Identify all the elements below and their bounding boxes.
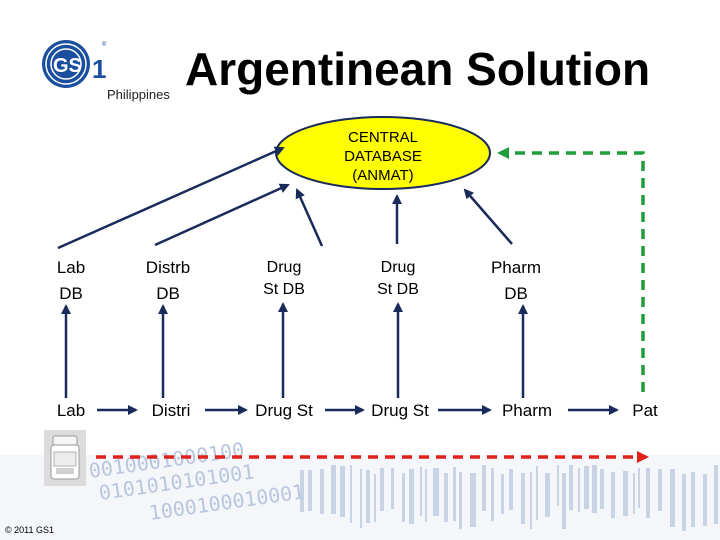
barcode-bar [562,473,566,529]
barcode-bar [444,473,448,522]
medicine-bottle-image [44,430,86,486]
barcode-bar [374,474,376,522]
gs1-logo: GS 1 ® [42,40,107,88]
arrow-drugdb1-to-central [295,188,324,247]
node-distrb-db-line1: Distrb [145,258,191,277]
node-distrb-db-line2: DB [156,284,180,303]
barcode-bar [557,465,559,506]
svg-text:1: 1 [92,54,106,84]
barcode-bar [391,468,394,509]
barcode-bar [360,469,362,528]
barcode-bar [611,472,615,518]
svg-text:®: ® [102,41,107,48]
barcode-bar [350,465,352,523]
barcode-bar [600,469,604,509]
node-drugst-db-2-line2: St DB [377,281,419,298]
barcode-bar [331,465,336,514]
barcode-bar [578,468,580,512]
barcode-bar [459,472,462,529]
barcode-bar [409,469,414,524]
barcode-bar [646,468,650,518]
node-drugst-db-1-line2: St DB [263,281,305,298]
barcode-bar [366,470,370,523]
barcode-bar [509,469,513,510]
barcode-bar [470,473,476,527]
barcode-bar [482,465,486,511]
barcode-bar [453,467,456,521]
central-line-3: (ANMAT) [352,167,414,184]
node-distrb-db: Distrb DB [138,255,198,307]
central-line-1: CENTRAL [347,129,418,146]
svg-text:GS: GS [53,55,82,77]
actor-lab: Lab [56,401,86,420]
barcode-bar [714,465,718,524]
barcode-bar [308,470,312,511]
node-drugst-db-1: Drug St DB [252,257,316,301]
node-lab-db-line2: DB [59,284,83,303]
node-pharm-db-line2: DB [504,284,528,303]
arrow-distrdb-to-central [154,183,290,247]
barcode-bar [501,474,504,514]
barcode-bar [703,474,707,526]
barcode-bar [623,471,628,516]
barcode-bar [584,466,589,509]
actor-drugst-2: Drug St [371,401,429,420]
page-title: Argentinean Solution [185,43,651,95]
barcode-bar [380,468,384,511]
copyright-text: © 2011 GS1 [5,525,54,535]
actor-pat: Pat [632,401,658,420]
barcode-bar [670,469,675,527]
dashed-green-path [497,147,645,392]
barcode-bar [691,472,695,527]
barcode-bar [569,465,573,510]
node-pharm-db: Pharm DB [484,255,548,307]
barcode-bar [402,473,405,522]
actor-drugst-1: Drug St [255,401,313,420]
barcode-bar [545,473,550,517]
central-database-label: CENTRAL DATABASE (ANMAT) [318,128,448,185]
node-pharm-db-line1: Pharm [490,258,542,277]
node-drugst-db-1-line1: Drug [266,259,302,276]
barcode-bar [340,466,345,517]
country-label: Philippines [107,87,170,102]
barcode-bar [658,469,662,511]
barcode-bar [536,466,538,520]
barcode-bar [491,468,494,521]
barcode-bar [592,465,597,513]
central-line-2: DATABASE [344,148,422,165]
barcode-bar [320,469,324,514]
arrow-labdb-to-central [57,146,285,250]
node-lab-db-line1: Lab [56,258,86,277]
arrow-pharmdb-to-central [463,188,513,245]
node-lab-db: Lab DB [48,255,94,307]
barcode-bar [682,474,686,531]
barcode-bar [420,467,422,516]
node-drugst-db-2: Drug St DB [366,257,430,301]
barcode-bar [300,470,304,512]
barcode-bar [638,468,640,508]
node-drugst-db-2-line1: Drug [380,259,416,276]
barcode-bar [633,473,635,514]
barcode-bar [433,468,439,516]
barcode-bar [521,473,525,524]
actor-distri: Distri [151,401,191,420]
barcode-bar [425,469,427,522]
actor-pharm: Pharm [501,401,553,420]
barcode-bar [530,472,532,529]
